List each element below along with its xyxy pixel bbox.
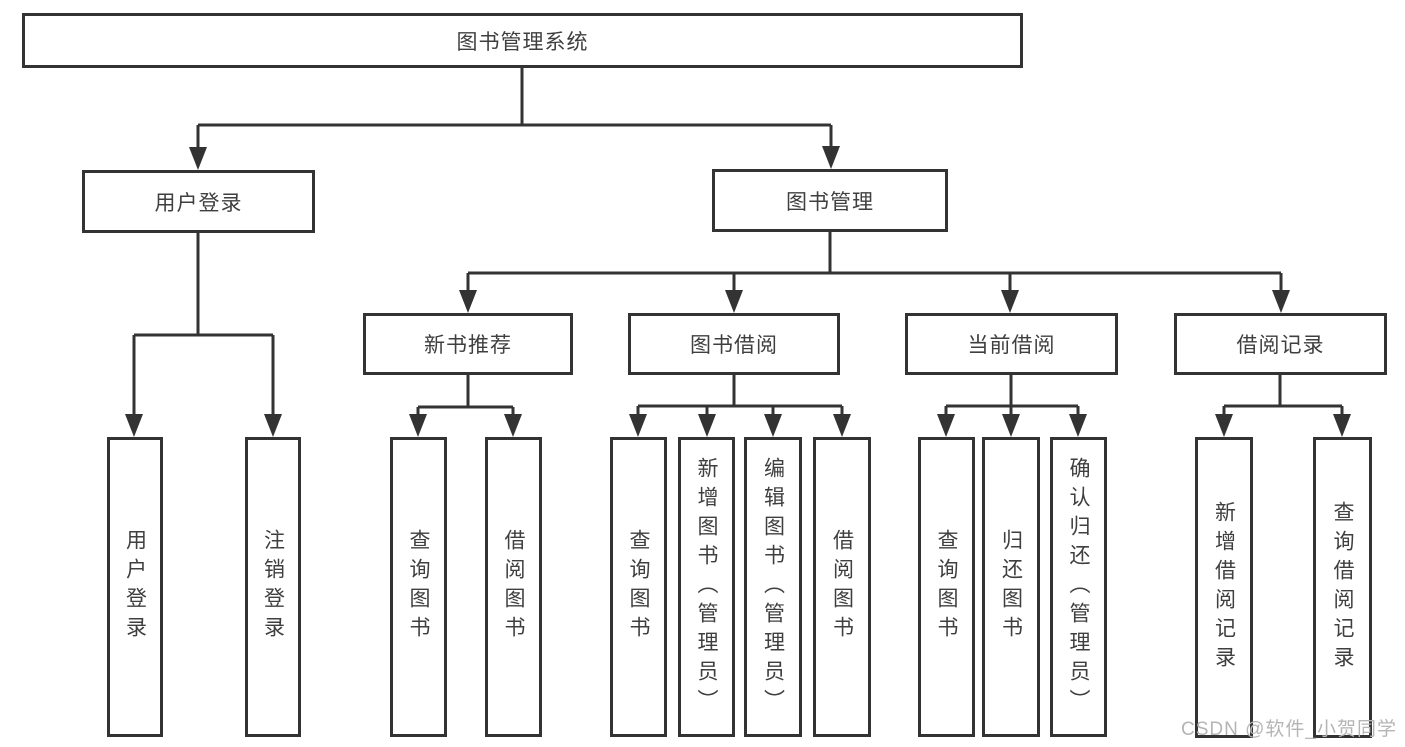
arrowhead — [698, 414, 716, 437]
leaf-add-borrow-record-label: 新增借阅记录 — [1212, 500, 1236, 675]
leaf-borrow-books-2: 借阅图书 — [813, 437, 871, 737]
arrowhead — [189, 147, 207, 170]
arrowhead — [459, 290, 477, 313]
node-book-management: 图书管理 — [712, 169, 948, 232]
node-user-login-label: 用户登录 — [154, 191, 243, 215]
leaf-borrow-books-1: 借阅图书 — [485, 437, 542, 737]
arrowhead — [1001, 290, 1019, 313]
leaf-logout-label: 注销登录 — [261, 529, 285, 645]
arrowhead — [1215, 414, 1233, 437]
arrowheads — [125, 146, 1351, 437]
node-current-borrow: 当前借阅 — [905, 313, 1118, 375]
leaf-add-books-admin-label: 新增图书（管理员） — [695, 456, 718, 718]
leaf-query-books-2-label: 查询图书 — [627, 529, 650, 645]
node-current-borrow-label: 当前借阅 — [967, 334, 1056, 357]
leaf-edit-books-admin-label: 编辑图书（管理员） — [761, 456, 785, 718]
arrowhead — [504, 414, 522, 437]
arrowhead — [125, 414, 143, 437]
arrowhead — [725, 290, 743, 313]
leaf-return-books-label: 归还图书 — [999, 529, 1023, 645]
arrowhead — [1333, 414, 1351, 437]
leaf-confirm-return-admin: 确认归还（管理员） — [1050, 437, 1107, 737]
node-borrow-records: 借阅记录 — [1174, 313, 1387, 375]
node-new-book-recommend: 新书推荐 — [363, 313, 573, 375]
leaf-logout: 注销登录 — [245, 437, 301, 737]
node-book-management-label: 图书管理 — [786, 190, 874, 214]
arrowhead — [264, 414, 282, 437]
node-root: 图书管理系统 — [22, 13, 1023, 68]
arrowhead — [822, 146, 840, 169]
arrowhead — [937, 414, 955, 437]
node-borrow-records-label: 借阅记录 — [1236, 334, 1325, 357]
arrowhead — [764, 414, 782, 437]
leaf-query-borrow-record-label: 查询借阅记录 — [1331, 500, 1354, 675]
node-book-borrow: 图书借阅 — [628, 313, 840, 375]
arrowhead — [1272, 290, 1290, 313]
leaf-user-login: 用户登录 — [107, 437, 163, 737]
arrowhead — [629, 414, 647, 437]
leaf-add-books-admin: 新增图书（管理员） — [678, 437, 735, 737]
node-new-book-recommend-label: 新书推荐 — [424, 334, 512, 357]
node-user-login: 用户登录 — [82, 170, 315, 233]
leaf-query-borrow-record: 查询借阅记录 — [1313, 437, 1372, 738]
connector-lines — [132, 68, 1344, 421]
leaf-borrow-books-1-label: 借阅图书 — [502, 529, 525, 645]
leaf-query-books-1: 查询图书 — [390, 437, 447, 737]
leaf-query-books-1-label: 查询图书 — [407, 529, 430, 645]
arrowhead — [1069, 414, 1087, 437]
arrowhead — [409, 414, 427, 437]
leaf-borrow-books-2-label: 借阅图书 — [830, 529, 854, 645]
node-book-borrow-label: 图书借阅 — [690, 334, 778, 357]
leaf-return-books: 归还图书 — [982, 437, 1040, 737]
leaf-query-books-2: 查询图书 — [610, 437, 667, 737]
arrowhead — [833, 414, 851, 437]
leaf-user-login-label: 用户登录 — [123, 529, 147, 645]
leaf-query-books-3-label: 查询图书 — [935, 529, 958, 645]
leaf-confirm-return-admin-label: 确认归还（管理员） — [1067, 456, 1090, 718]
arrowhead — [1002, 414, 1020, 437]
node-root-label: 图书管理系统 — [456, 30, 589, 54]
watermark: CSDN @软件_小贺同学 — [1181, 719, 1397, 740]
leaf-add-borrow-record: 新增借阅记录 — [1195, 437, 1253, 738]
leaf-query-books-3: 查询图书 — [918, 437, 975, 737]
leaf-edit-books-admin: 编辑图书（管理员） — [744, 437, 802, 737]
